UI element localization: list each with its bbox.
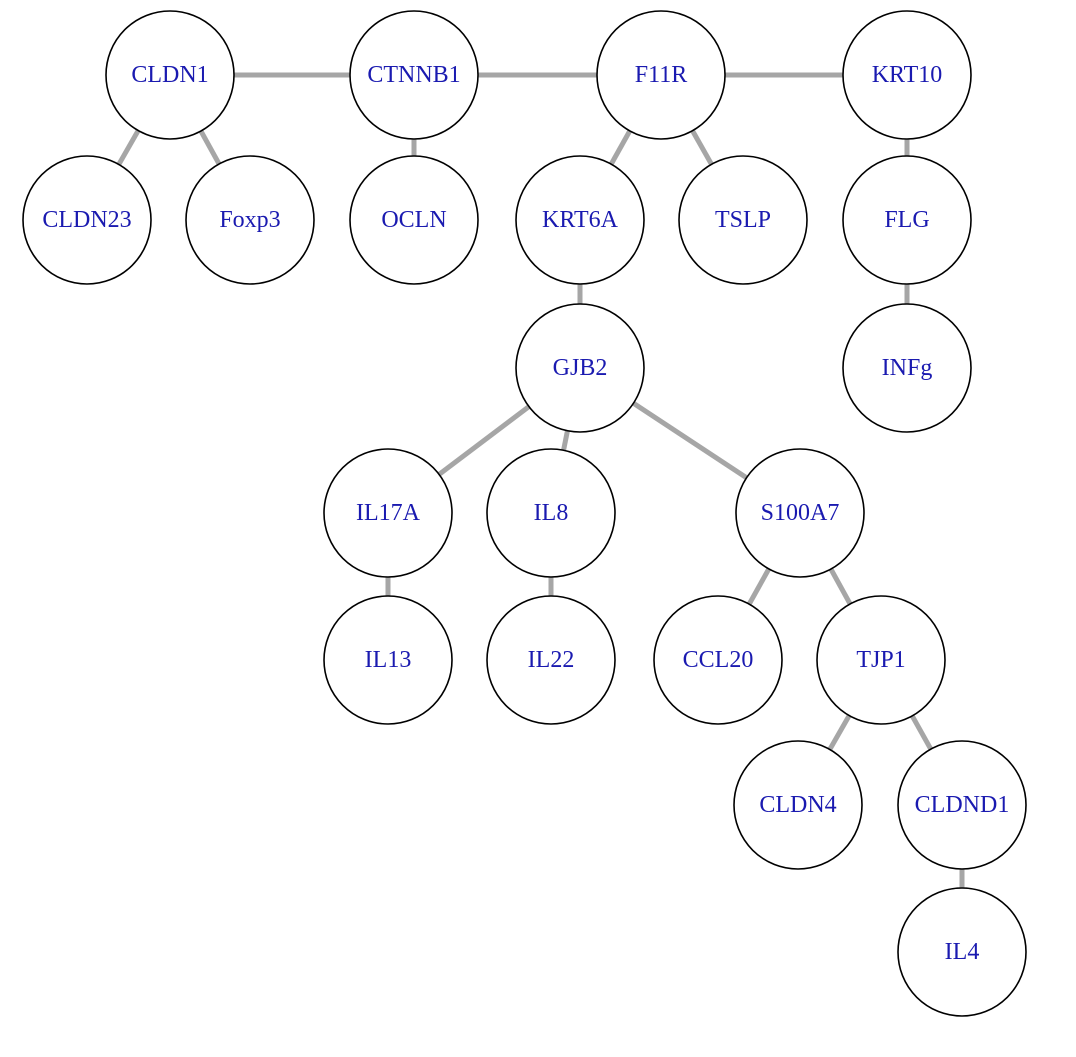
node-infg: INFg [842,303,972,433]
node-il4: IL4 [897,887,1027,1017]
node-il8: IL8 [486,448,616,578]
node-label: TSLP [715,207,771,233]
node-f11r: F11R [596,10,726,140]
node-circle [185,155,315,285]
node-il17a: IL17A [323,448,453,578]
node-krt6a: KRT6A [515,155,645,285]
node-circle [515,303,645,433]
node-ccl20: CCL20 [653,595,783,725]
node-krt10: KRT10 [842,10,972,140]
node-label: IL8 [534,500,569,526]
node-label: CCL20 [683,647,754,673]
node-label: GJB2 [553,355,608,381]
node-circle [323,595,453,725]
node-s100a7: S100A7 [735,448,865,578]
node-tjp1: TJP1 [816,595,946,725]
node-label: IL17A [356,500,421,526]
node-label: F11R [635,62,687,88]
node-label: IL13 [365,647,412,673]
node-circle [678,155,808,285]
node-circle [897,887,1027,1017]
node-circle [596,10,726,140]
node-circle [733,740,863,870]
node-label: CLDN23 [42,207,131,233]
node-circle [22,155,152,285]
node-label: IL4 [945,939,980,965]
node-circle [735,448,865,578]
node-circle [842,10,972,140]
node-circle [653,595,783,725]
node-flg: FLG [842,155,972,285]
node-il22: IL22 [486,595,616,725]
node-ocln: OCLN [349,155,479,285]
node-il13: IL13 [323,595,453,725]
node-circle [842,303,972,433]
node-label: OCLN [381,207,446,233]
node-gjb2: GJB2 [515,303,645,433]
node-label: KRT10 [872,62,943,88]
node-cldn4: CLDN4 [733,740,863,870]
node-label: CLDN4 [759,792,836,818]
node-circle [349,10,479,140]
node-circle [349,155,479,285]
node-label: FLG [884,207,929,233]
node-circle [515,155,645,285]
node-circle [897,740,1027,870]
node-label: INFg [882,355,933,381]
node-label: S100A7 [761,500,840,526]
node-label: Foxp3 [219,207,280,233]
node-label: IL22 [528,647,575,673]
node-tslp: TSLP [678,155,808,285]
node-label: CTNNB1 [367,62,460,88]
node-circle [486,448,616,578]
node-label: CLDND1 [915,792,1010,818]
node-circle [323,448,453,578]
node-cldn23: CLDN23 [22,155,152,285]
node-circle [842,155,972,285]
node-circle [486,595,616,725]
node-cldn1: CLDN1 [105,10,235,140]
node-cldnd1: CLDND1 [897,740,1027,870]
node-circle [105,10,235,140]
node-label: TJP1 [856,647,905,673]
node-circle [816,595,946,725]
node-label: KRT6A [542,207,619,233]
node-ctnnb1: CTNNB1 [349,10,479,140]
node-foxp3: Foxp3 [185,155,315,285]
node-label: CLDN1 [131,62,208,88]
